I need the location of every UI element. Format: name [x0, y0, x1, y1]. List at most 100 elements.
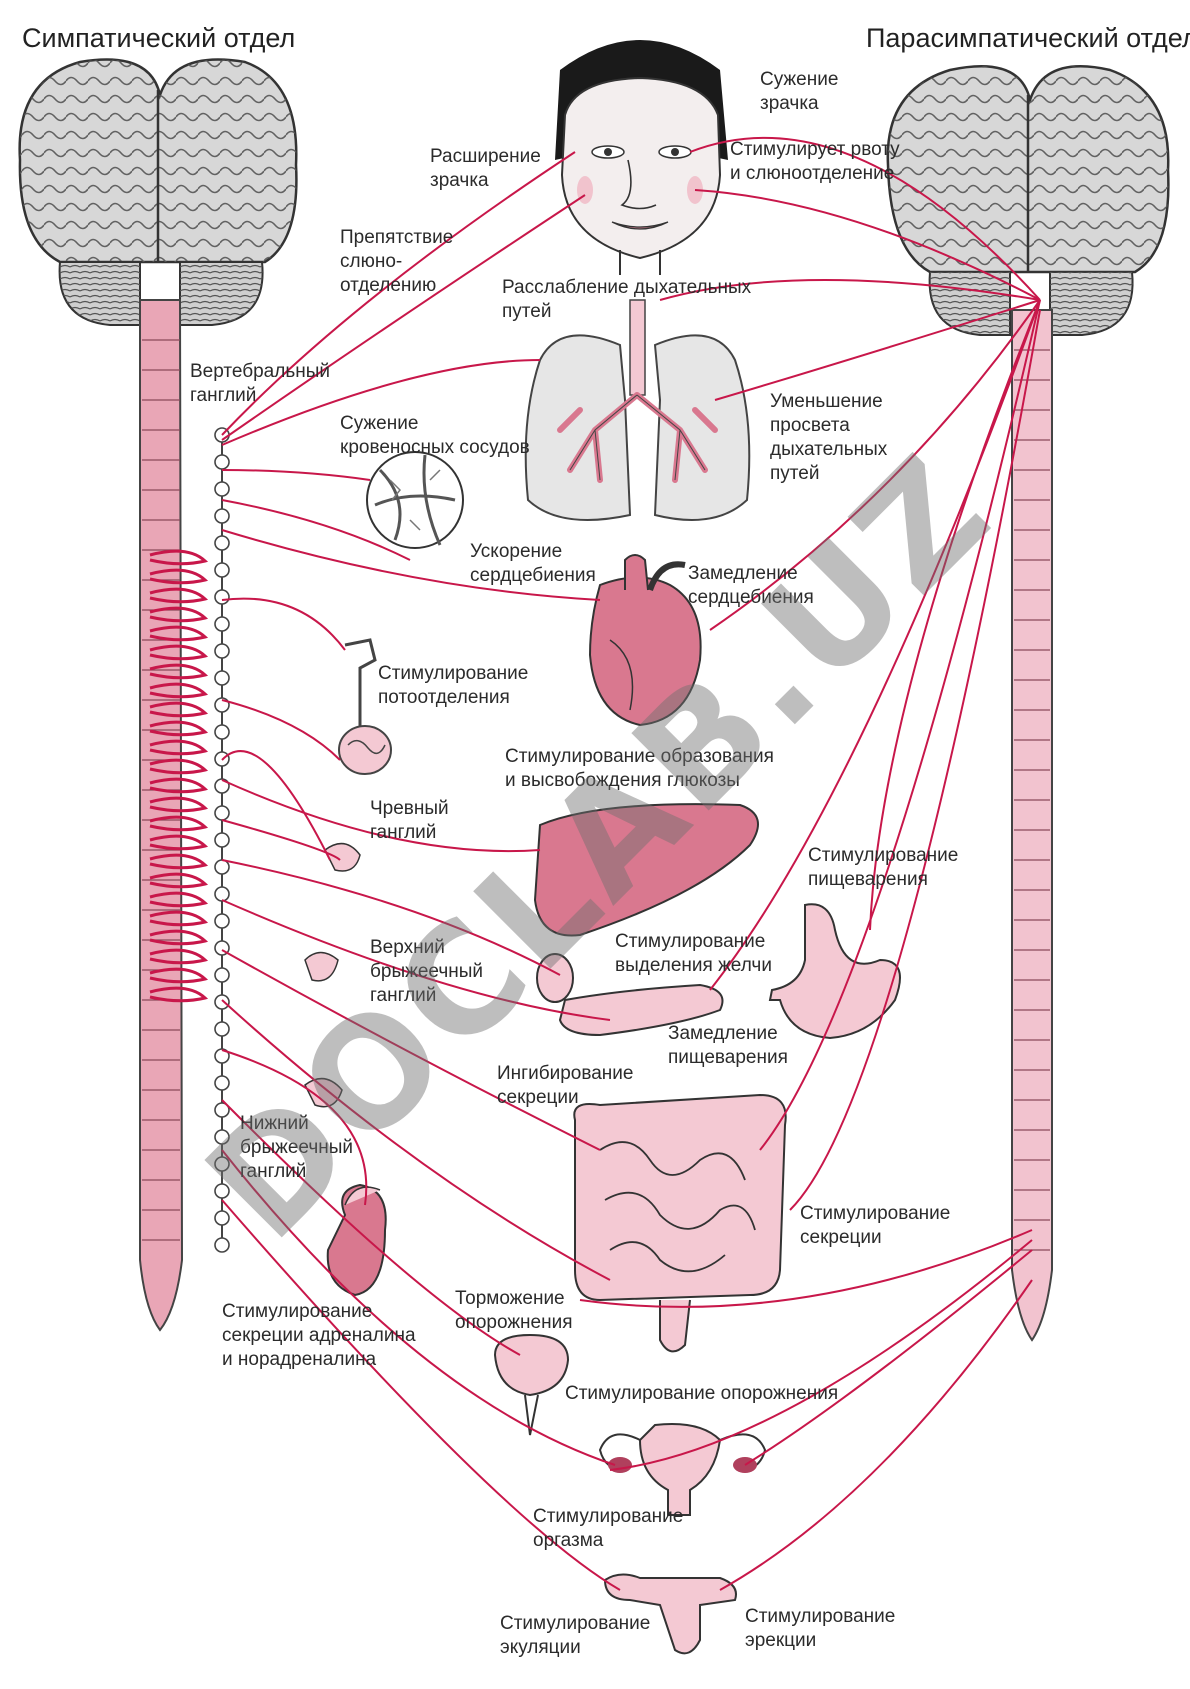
- spinal-nerve-loop: [149, 929, 209, 946]
- ganglion-bead: [214, 832, 230, 848]
- sympathetic-nerve: [221, 949, 601, 1151]
- parasympathetic-title: Парасимпатический отдел: [866, 23, 1190, 53]
- bladder-illustration: [493, 1333, 570, 1436]
- ganglion-bead: [214, 589, 230, 605]
- ganglion-bead: [214, 967, 230, 983]
- parasympathetic-nerve: [659, 279, 1041, 301]
- ganglion-bead: [214, 1129, 230, 1145]
- sympathetic-nerve: [221, 859, 561, 976]
- heart-illustration: [588, 554, 702, 727]
- ganglion-bead: [214, 670, 230, 686]
- sympathetic-nerve: [221, 529, 601, 601]
- ganglion-bead: [214, 913, 230, 929]
- parasympathetic-nerve: [609, 1239, 1033, 1471]
- sympathetic-nerve: [221, 597, 346, 651]
- sympathetic-nerve: [221, 819, 341, 861]
- ganglion-bead: [214, 643, 230, 659]
- spinal-nerve-loop: [149, 606, 209, 623]
- spinal-nerve-loop: [149, 986, 209, 1003]
- spinal-nerve-loop: [149, 720, 209, 737]
- spinal-nerve-loop: [149, 872, 209, 889]
- parasympathetic-nerve: [869, 299, 1041, 931]
- ganglion-bead: [214, 859, 230, 875]
- sympathetic-nerve: [221, 359, 541, 446]
- parasympathetic-nerve: [709, 299, 1041, 631]
- penis-illustration: [603, 1573, 737, 1655]
- sympathetic-nerve: [221, 151, 576, 436]
- ganglion-bead: [214, 562, 230, 578]
- parasympathetic-nerve: [744, 1249, 1033, 1466]
- parasympathetic-nerve: [789, 309, 1041, 1211]
- spinal-nerve-loop: [149, 625, 209, 642]
- ganglion-bead: [214, 1102, 230, 1118]
- liver-illustration: [533, 803, 759, 937]
- sympathetic-nerve: [221, 1149, 616, 1466]
- ganglion-bead: [214, 1237, 230, 1253]
- label-emptying-stim: Стимулирование опорожнения: [565, 1383, 839, 1404]
- ganglion-bead: [214, 1183, 230, 1199]
- spinal-nerve-loop: [149, 587, 209, 604]
- ganglion-bead: [214, 454, 230, 470]
- ganglion-bead: [214, 1210, 230, 1226]
- ganglion-bead: [214, 724, 230, 740]
- parasympathetic-nerve: [694, 189, 1041, 301]
- parasympathetic-nerve: [579, 1229, 1033, 1308]
- sympathetic-nerve: [221, 1199, 621, 1591]
- uterus-illustration: [598, 1423, 767, 1516]
- spinal-nerve-loop: [149, 644, 209, 661]
- blood-vessel-illustration: [366, 451, 464, 549]
- spinal-nerve-loop: [149, 777, 209, 794]
- spinal-nerve-loop: [149, 891, 209, 908]
- sympathetic-nerve: [221, 750, 331, 861]
- spinal-nerve-loop: [149, 796, 209, 813]
- sympathetic-nerve: [221, 779, 541, 853]
- sympathetic-title: Симпатический отдел: [22, 23, 296, 53]
- intestines-illustration: [573, 1093, 787, 1353]
- ganglion-bead: [214, 481, 230, 497]
- spinal-nerve-loop: [149, 663, 209, 680]
- ganglion-bead: [214, 1075, 230, 1091]
- spinal-nerve-loop: [149, 948, 209, 965]
- sympathetic-chain: [214, 427, 230, 1253]
- ganglion-bead: [214, 535, 230, 551]
- face-illustration: [555, 40, 728, 275]
- parasympathetic-nerve: [719, 1279, 1033, 1591]
- sympathetic-nerve: [221, 1049, 368, 1206]
- sympathetic-nerve: [221, 1099, 521, 1356]
- spinal-nerve-loop: [149, 853, 209, 870]
- nerve-pathways: [221, 136, 1041, 1591]
- left-brain: [18, 58, 298, 326]
- spinal-nerve-loop: [149, 758, 209, 775]
- parasympathetic-nerve: [689, 136, 1041, 301]
- ganglion-bead: [214, 994, 230, 1010]
- spinal-nerve-loop: [149, 701, 209, 718]
- sympathetic-nerve: [221, 999, 611, 1281]
- spinal-nerve-loop: [149, 910, 209, 927]
- sympathetic-nerve: [221, 899, 611, 1021]
- sweat-gland-illustration: [338, 638, 392, 775]
- sympathetic-nerve: [221, 194, 586, 441]
- kidney-illustration: [326, 1183, 387, 1297]
